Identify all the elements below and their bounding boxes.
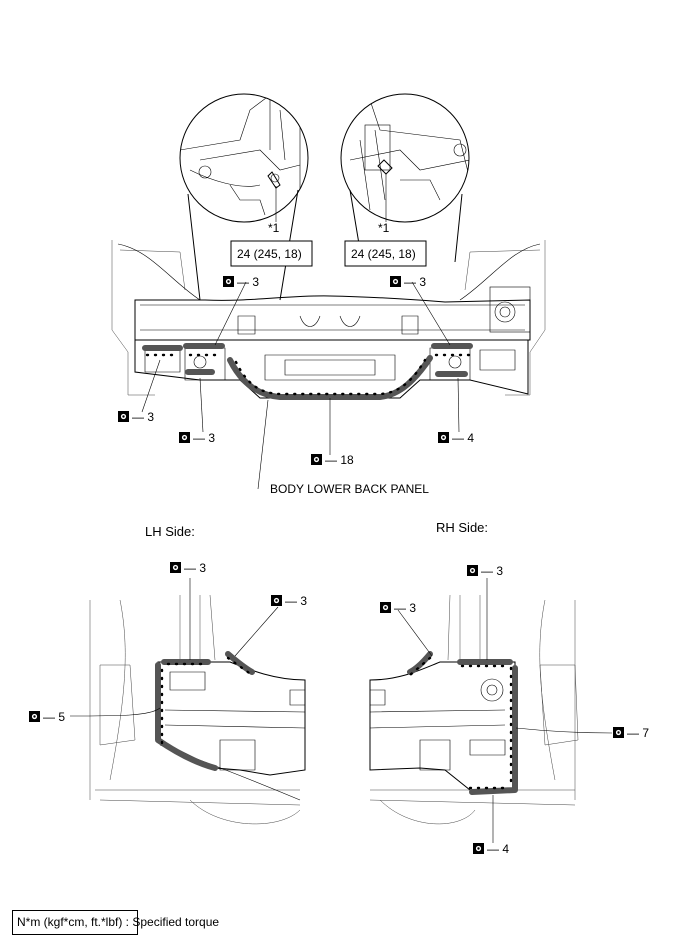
torque-box-right <box>344 240 427 267</box>
torque-value-left: 24 (245, 18) <box>237 247 302 261</box>
callout-label: — 3 <box>404 275 426 289</box>
callout-label: — 3 <box>193 431 215 445</box>
callout-label: — 4 <box>487 842 509 856</box>
weld-point-icon <box>223 276 234 287</box>
weld-point-icon <box>473 843 484 854</box>
callout-label: — 3 <box>132 410 154 424</box>
rh-side-view <box>369 594 579 825</box>
detail-view-left <box>179 93 309 301</box>
callout-label: — 7 <box>627 726 649 740</box>
callout-label: — 3 <box>285 594 307 608</box>
weld-point-icon <box>390 276 401 287</box>
callout-label: — 3 <box>481 564 503 578</box>
weld-point-icon <box>29 711 40 722</box>
weld-point-icon <box>438 432 449 443</box>
weld-point-icon <box>613 727 624 738</box>
callout-label: — 3 <box>237 275 259 289</box>
legend-text: N*m (kgf*cm, ft.*lbf) : Specified torque <box>17 915 220 929</box>
note-marker-left: *1 <box>268 221 280 235</box>
detail-view-right <box>340 93 470 263</box>
rh-side-heading: RH Side: <box>436 520 488 535</box>
weld-point-icon <box>271 595 282 606</box>
callout-label: — 3 <box>184 561 206 575</box>
torque-value-right: 24 (245, 18) <box>351 247 416 261</box>
weld-point-icon <box>118 411 129 422</box>
weld-point-icon <box>179 432 190 443</box>
torque-box-left <box>230 240 313 267</box>
weld-point-icon <box>170 562 181 573</box>
callout-label: — 4 <box>452 431 474 445</box>
main-panel-view <box>111 240 546 400</box>
weld-point-icon <box>467 565 478 576</box>
callout-label: — 5 <box>43 710 65 724</box>
weld-point-icon <box>380 602 391 613</box>
legend-box: N*m (kgf*cm, ft.*lbf) : Specified torque <box>12 910 219 935</box>
callout-label: — 3 <box>394 601 416 615</box>
note-marker-right: *1 <box>378 221 390 235</box>
weld-point-icon <box>311 454 322 465</box>
part-name-label: BODY LOWER BACK PANEL <box>270 482 429 496</box>
lh-side-heading: LH Side: <box>145 524 195 539</box>
lh-side-view <box>89 594 306 825</box>
callout-label: — 18 <box>325 453 354 467</box>
